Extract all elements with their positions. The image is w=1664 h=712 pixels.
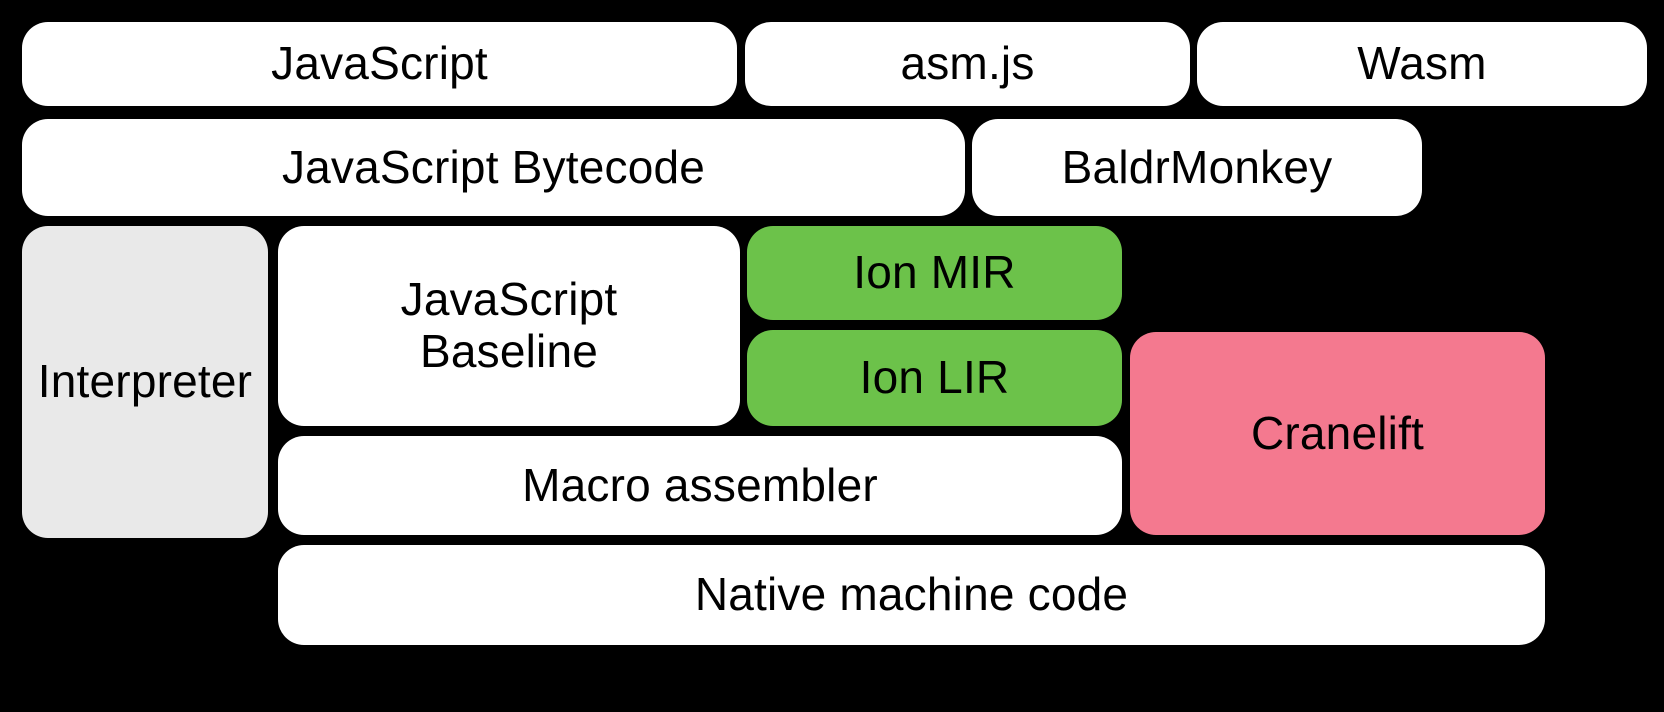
node-wasm[interactable]: Wasm	[1197, 22, 1647, 106]
node-baldrmonkey[interactable]: BaldrMonkey	[972, 119, 1422, 216]
node-interpreter[interactable]: Interpreter	[22, 226, 268, 538]
node-asm-js[interactable]: asm.js	[745, 22, 1190, 106]
node-native-machine-code[interactable]: Native machine code	[278, 545, 1545, 645]
node-ion-lir[interactable]: Ion LIR	[747, 330, 1122, 426]
node-ion-mir[interactable]: Ion MIR	[747, 226, 1122, 320]
node-javascript-bytecode[interactable]: JavaScript Bytecode	[22, 119, 965, 216]
node-macro-assembler[interactable]: Macro assembler	[278, 436, 1122, 535]
node-javascript[interactable]: JavaScript	[22, 22, 737, 106]
node-javascript-baseline[interactable]: JavaScript Baseline	[278, 226, 740, 426]
node-cranelift[interactable]: Cranelift	[1130, 332, 1545, 535]
